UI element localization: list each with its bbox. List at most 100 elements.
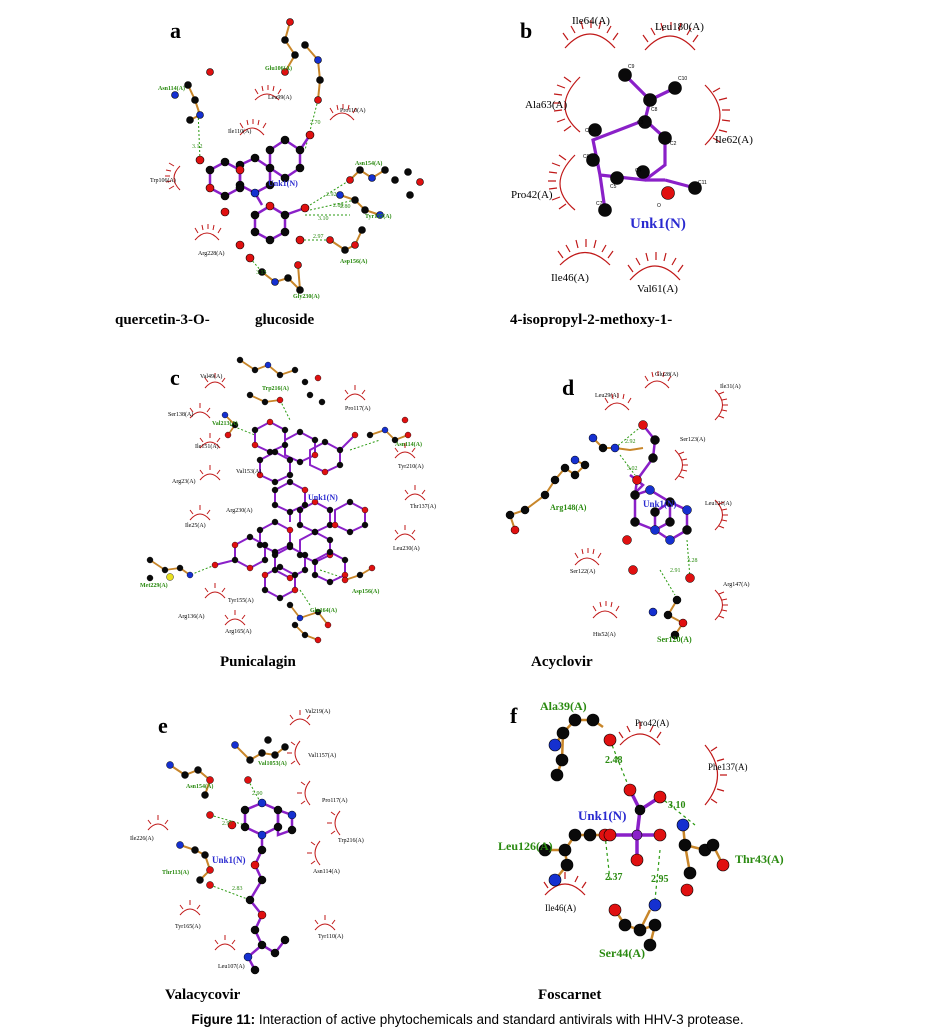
caption: Acyclovir [531,654,593,670]
ligand-label: Unk1(N) [578,808,626,823]
atom-label: C5 [610,184,617,190]
ligand-label: Unk1(N) [643,499,677,509]
residue-atoms [146,356,412,644]
residue-label: Trp216(A) [338,837,364,844]
distance-label: 2.91 [670,568,681,574]
residue-label: Leu99(A) [268,94,292,101]
residue-label: Tyr155(A) [228,597,254,604]
panel-letter: b [520,18,533,43]
ligand-atoms [195,130,315,263]
residue-label: Ile151(A) [195,443,219,450]
residue-label: Ile31(A) [720,383,741,390]
residue-label: Ile25(A) [185,522,206,529]
panel-letter: e [158,713,168,738]
distance-label: 3.12 [192,144,203,150]
residue-label: Pro117(A) [345,405,370,412]
distance-label: 2.70 [310,120,321,126]
residue-atoms [166,736,289,889]
caption: Valacycovir [165,987,241,1003]
ligand-label: Unk1(N) [630,216,686,232]
residue-label: Thr137(A) [410,503,436,510]
residue-label: Arg148(A) [550,503,587,512]
residue-label: Val61(A) [637,283,678,295]
panel-c: c [0,340,465,685]
ligand-atoms [227,798,297,975]
caption-right: glucoside [255,312,315,328]
ligand-atoms [586,68,702,217]
residue-label: Glu28(A) [655,371,678,378]
residue-label: Tyr210(A) [398,463,424,470]
residue-label: Thr113(A) [162,869,189,876]
atom-label: O [657,203,661,209]
ligand-atoms [603,783,667,867]
distance-label: 2.95 [651,874,669,885]
residue-label: Arg23(A) [172,478,196,485]
ligand-atoms [622,420,695,583]
residue-atoms [505,433,688,640]
atom-label: C6 [583,154,590,160]
residue-bonds [187,21,386,293]
residue-label: Asn114(A) [313,868,340,875]
residue-label: Tyr155(A) [365,213,392,220]
residue-label: Ser138(A) [168,411,193,418]
residue-label: Pro42(A) [511,189,553,201]
residue-label: Val1157(A) [308,752,336,759]
distance-label: 3.10 [668,800,686,811]
residue-label: Ile62(A) [715,134,753,146]
residue-label: Leu126(A) [498,839,553,853]
figure-label: Figure 11: [191,1012,256,1027]
panel-d-diagram: Arg148(A) Ser120(A) Glu28(A) Ile31(A) Le… [505,371,750,644]
hydrophobic-arcs [189,373,426,626]
residue-label: Phe137(A) [708,762,748,772]
ligand-label: Unk1(N) [212,855,246,865]
residue-label: Ile110(A) [228,128,251,135]
panel-e: e [0,685,465,1010]
residue-bonds [149,359,409,641]
residue-label: Arg228(A) [198,250,225,257]
residue-label: Tyr165(A) [175,923,201,930]
residue-label: Ser120(A) [657,635,692,644]
hbond-lines [614,424,691,596]
figure-caption: Figure 11: Interaction of active phytoch… [0,1012,935,1027]
distance-label: 2.80 [340,204,351,210]
residue-label: Leu121(A) [705,500,732,507]
distance-label: 2.92 [625,439,636,445]
residue-label: His52(A) [593,631,616,638]
residue-label: Arg230(A) [226,507,253,514]
residue-label: Ala63(A) [525,99,567,111]
residue-label: Ile64(A) [572,15,610,27]
distance-label: 3.10 [318,216,329,222]
distance-label: 3.28 [687,558,698,564]
residue-label: Asn114(A) [158,85,185,92]
ligand-bonds [591,73,696,211]
residue-label: Ala39(A) [540,699,587,713]
atom-label: C4 [635,168,642,174]
residue-label: Val153(A) [236,468,261,475]
distance-label: 2.37 [605,872,623,883]
ligand-atoms [211,418,369,602]
distance-label: 2.89 [333,203,344,209]
residue-label: Pro42(A) [635,718,669,728]
residue-label: Ser122(A) [570,568,595,575]
panel-d: d [465,340,935,685]
panel-f-diagram: Ala39(A) Leu126(A) Thr43(A) Ser44(A) Pro… [498,699,784,960]
panel-b-diagram: C9 C10 C8 C3 C1 C2 C6 C4 C5 O C11 C7 Ile… [511,15,753,295]
panel-b: b [465,0,935,340]
ligand-bonds [243,801,294,971]
residue-label: Ile46(A) [551,272,589,284]
atom-label: C1 [585,128,592,134]
residue-label: Met229(A) [140,582,168,589]
panel-f: f [465,685,935,1010]
residue-label: Trp216(A) [262,385,289,392]
atom-label: C7 [596,201,603,207]
hydrophobic-arcs [574,371,728,621]
residue-label: Asn154(A) [355,160,382,167]
residue-label: Ser123(A) [680,436,705,443]
residue-label: Thr43(A) [735,852,784,866]
residue-label: Ile226(A) [130,835,154,842]
residue-label: Pro110(A) [340,107,365,114]
residue-label: Arg147(A) [723,581,750,588]
ligand-label: Unk1(N) [308,493,338,502]
panel-letter: f [510,703,518,728]
residue-label: Val49(A) [200,373,222,380]
